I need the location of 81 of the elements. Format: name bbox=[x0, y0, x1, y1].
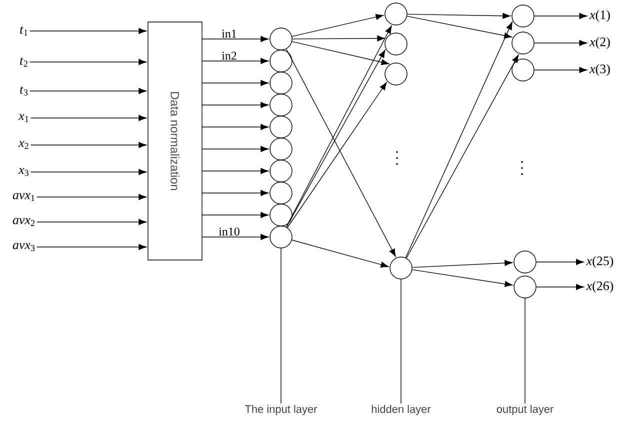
output-label: x(26) bbox=[586, 281, 614, 293]
arrow bbox=[405, 22, 512, 258]
arrow bbox=[202, 124, 269, 130]
arrow bbox=[292, 35, 386, 42]
arrow bbox=[202, 190, 269, 196]
arrow bbox=[286, 48, 396, 257]
neuron-circle bbox=[512, 58, 534, 82]
arrow bbox=[202, 168, 269, 174]
neuron-circle bbox=[270, 116, 292, 138]
neuron-circle bbox=[270, 72, 292, 94]
leader-line bbox=[400, 279, 402, 404]
arrow bbox=[534, 67, 588, 73]
arrow bbox=[406, 16, 512, 39]
leader-line bbox=[280, 248, 282, 404]
edge-label: in2 bbox=[221, 51, 238, 60]
arrow bbox=[536, 284, 584, 290]
arrow bbox=[29, 88, 147, 94]
arrow bbox=[202, 36, 269, 42]
arrow bbox=[29, 59, 147, 65]
arrow bbox=[534, 13, 588, 19]
input-label: t$_{1}$ bbox=[20, 26, 28, 36]
arrow bbox=[292, 41, 390, 66]
leader-line bbox=[524, 298, 526, 404]
arrow bbox=[412, 260, 513, 268]
arrow bbox=[202, 80, 269, 86]
neuron-circle bbox=[514, 250, 536, 274]
output-label: x(2) bbox=[589, 37, 610, 49]
neuron-circle bbox=[270, 50, 292, 72]
output-label: x(3) bbox=[589, 64, 610, 76]
layer-label: output layer bbox=[496, 404, 554, 416]
arrow bbox=[36, 219, 147, 225]
neuron-circle bbox=[512, 4, 534, 28]
arrow bbox=[412, 269, 513, 287]
neuron-circle bbox=[390, 256, 412, 280]
arrow bbox=[30, 115, 147, 121]
arrow bbox=[29, 28, 147, 34]
neuron-circle bbox=[384, 2, 408, 26]
arrow bbox=[406, 54, 519, 258]
input-label: x$_{3}$ bbox=[18, 168, 29, 176]
arrow bbox=[292, 240, 389, 268]
arrow bbox=[407, 12, 511, 19]
input-label: x$_{1}$ bbox=[18, 114, 28, 122]
input-label: avx$_{1}$ bbox=[12, 193, 34, 201]
input-label: t$_{2}$ bbox=[20, 57, 28, 67]
arrow bbox=[36, 244, 147, 250]
arrow bbox=[202, 58, 269, 64]
neuron-circle bbox=[270, 138, 292, 160]
edge-label: in1 bbox=[221, 29, 238, 38]
neuron-circle bbox=[384, 62, 408, 86]
arrow bbox=[287, 82, 387, 228]
layer-label: hidden layer bbox=[372, 404, 431, 416]
neuron-circle bbox=[270, 182, 292, 204]
arrow bbox=[30, 169, 147, 175]
neuron-circle bbox=[270, 94, 292, 116]
neuron-circle bbox=[270, 204, 292, 226]
arrow bbox=[536, 259, 584, 265]
arrow bbox=[202, 212, 269, 218]
input-label: x$_{2}$ bbox=[18, 141, 28, 149]
input-label: avx$_{2}$ bbox=[12, 218, 34, 226]
arrow bbox=[286, 26, 392, 228]
layer-label: The input layer bbox=[245, 404, 318, 416]
arrow bbox=[202, 102, 269, 108]
arrow bbox=[202, 234, 269, 240]
neuron-circle bbox=[514, 276, 536, 298]
arrow bbox=[202, 146, 269, 152]
neuron-circle bbox=[512, 32, 534, 54]
output-label: x(25) bbox=[586, 256, 614, 268]
edge-label: in10 bbox=[218, 227, 240, 236]
neuron-circle bbox=[270, 226, 292, 248]
output-label: x(1) bbox=[589, 10, 610, 22]
neuron-circle bbox=[270, 28, 292, 50]
arrow bbox=[292, 14, 384, 37]
neuron-circle bbox=[384, 32, 408, 56]
arrow bbox=[534, 40, 588, 46]
input-label: avx$_{3}$ bbox=[12, 242, 35, 252]
neuron-circle bbox=[270, 160, 292, 182]
arrow bbox=[286, 50, 386, 228]
arrow bbox=[36, 194, 147, 200]
arrow bbox=[30, 142, 147, 148]
input-label: t$_{3}$ bbox=[20, 86, 28, 96]
process-box: Data normalization bbox=[148, 22, 202, 260]
